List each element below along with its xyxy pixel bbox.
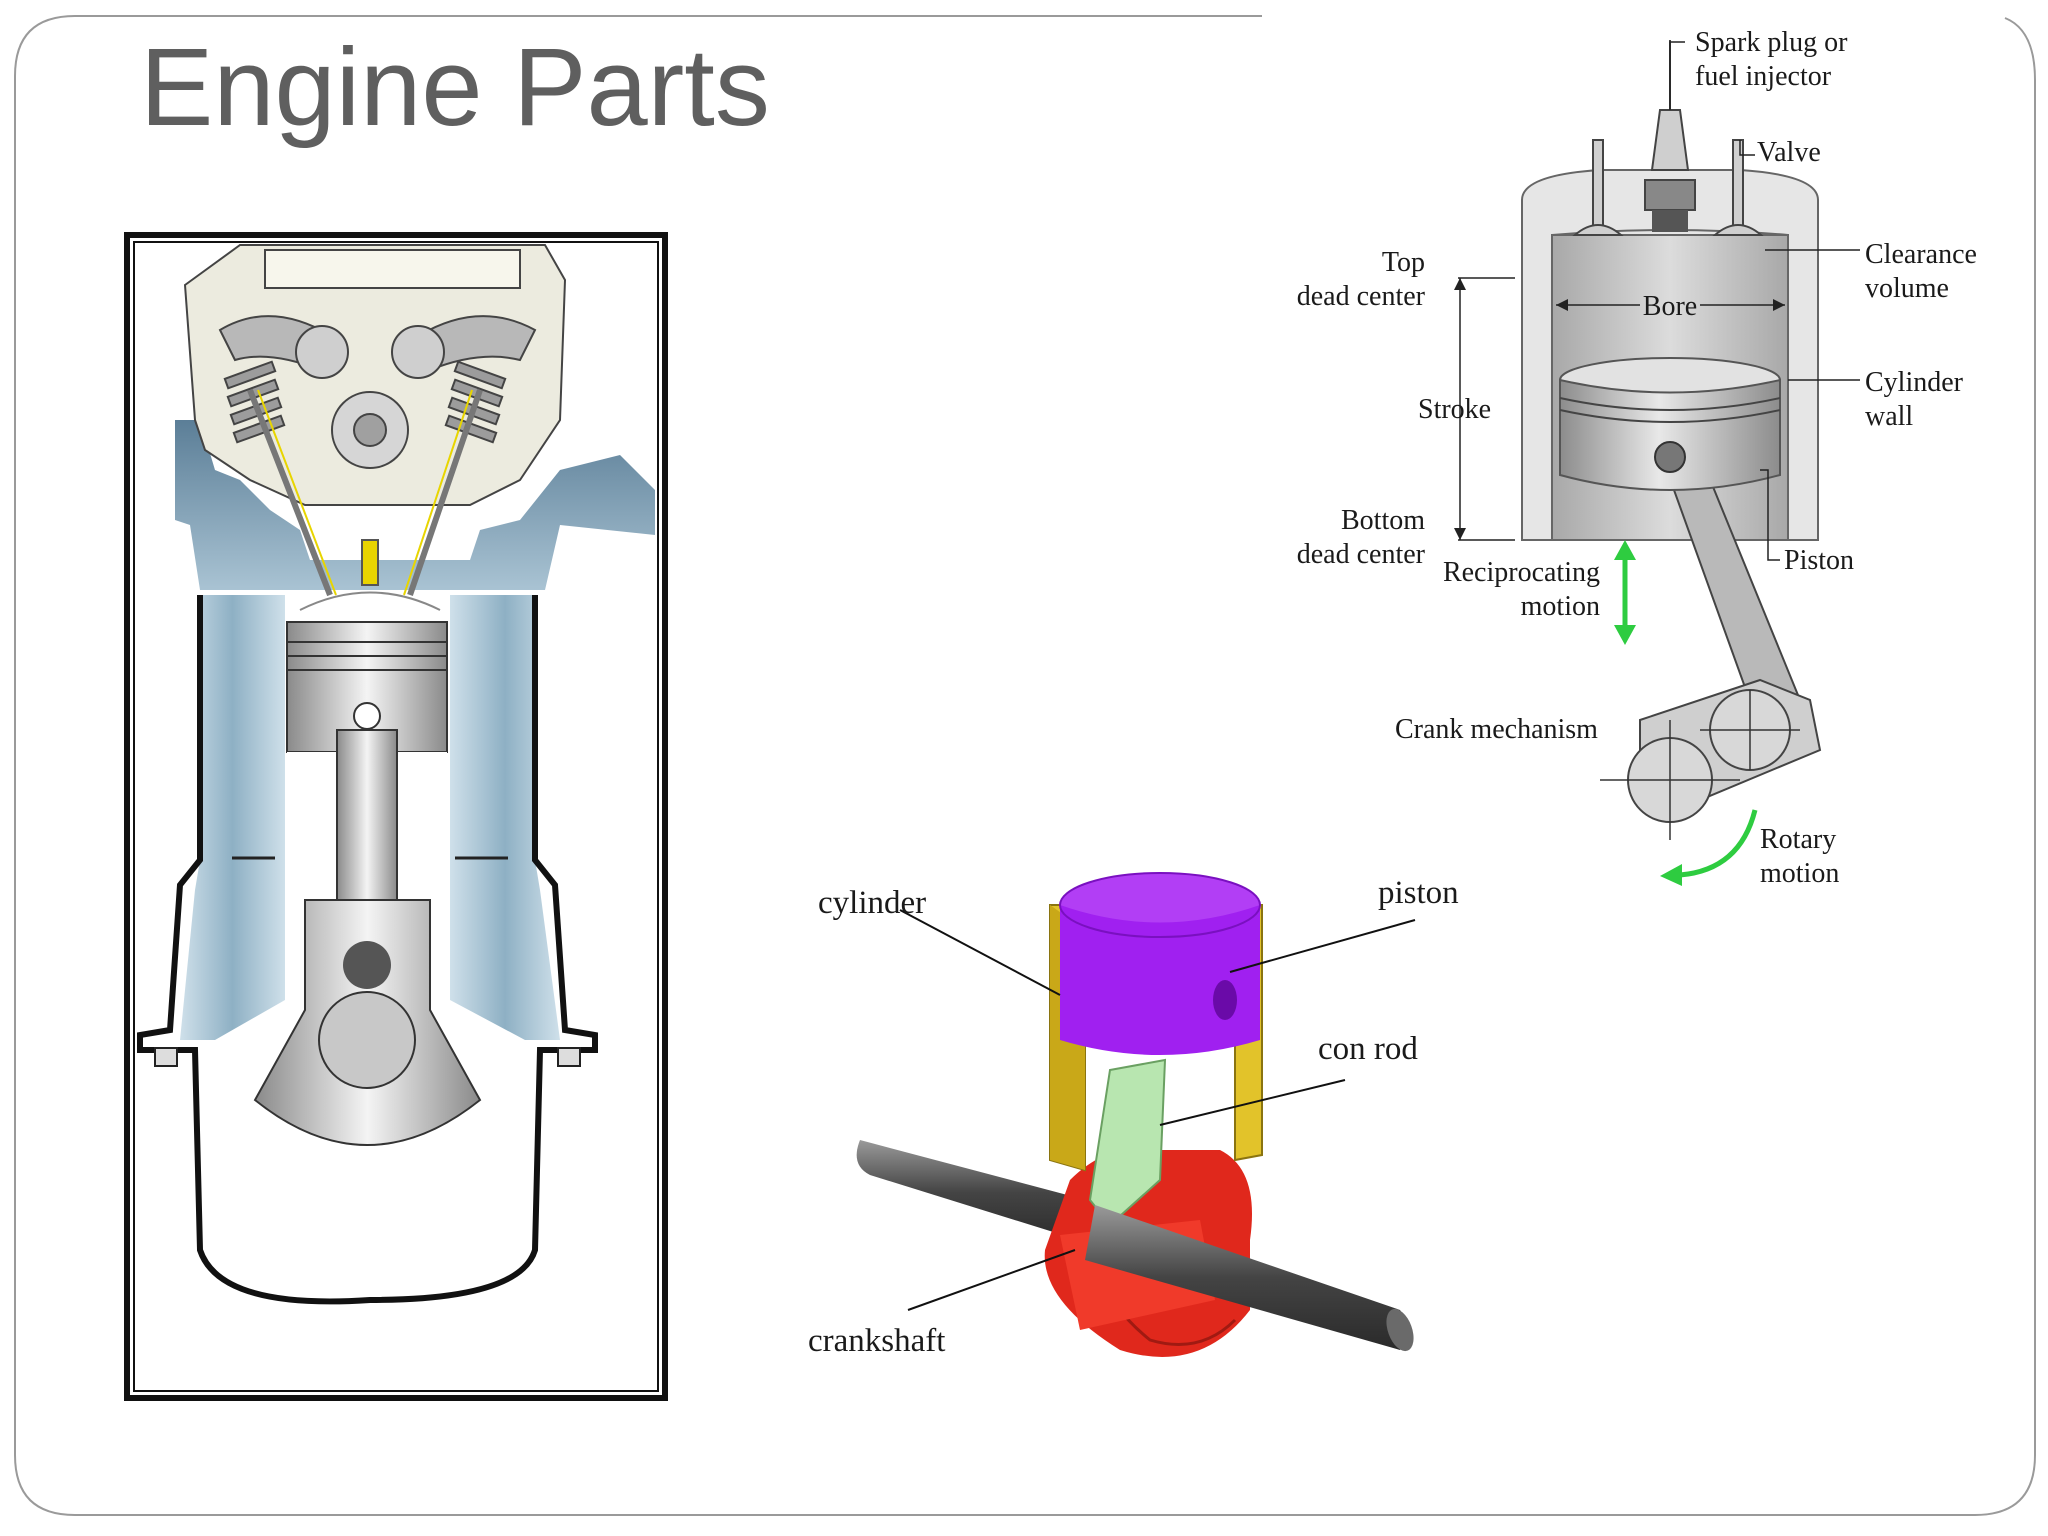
label-crankshaft: crankshaft: [808, 1323, 946, 1359]
crank-assembly-group: [856, 872, 1416, 1357]
label-top-dead-center: Top dead center: [1296, 247, 1425, 312]
label-spark-plug: Spark plug or fuel injector: [1695, 27, 1848, 92]
label-piston: piston: [1378, 875, 1459, 911]
label-cylinder-wall: Cylinder wall: [1865, 367, 1963, 432]
piston-cylinder-group: [1454, 40, 1860, 886]
label-bottom-dead-center: Bottom dead center: [1296, 505, 1425, 570]
label-con-rod: con rod: [1318, 1031, 1418, 1067]
label-valve: Valve: [1757, 137, 1821, 168]
label-crank-mechanism: Crank mechanism: [1395, 714, 1598, 745]
label-clearance-volume: Clearance volume: [1865, 239, 1977, 304]
label-cylinder: cylinder: [818, 885, 927, 921]
label-bore: Bore: [1642, 291, 1698, 322]
label-stroke: Stroke: [1418, 394, 1492, 425]
label-piston-top: Piston: [1784, 545, 1855, 576]
engine-cutaway-group: [124, 232, 668, 1401]
slide-title: Engine Parts: [140, 26, 770, 149]
label-reciprocating-motion: Reciprocating motion: [1442, 557, 1600, 622]
label-rotary-motion: Rotary motion: [1760, 824, 1840, 889]
